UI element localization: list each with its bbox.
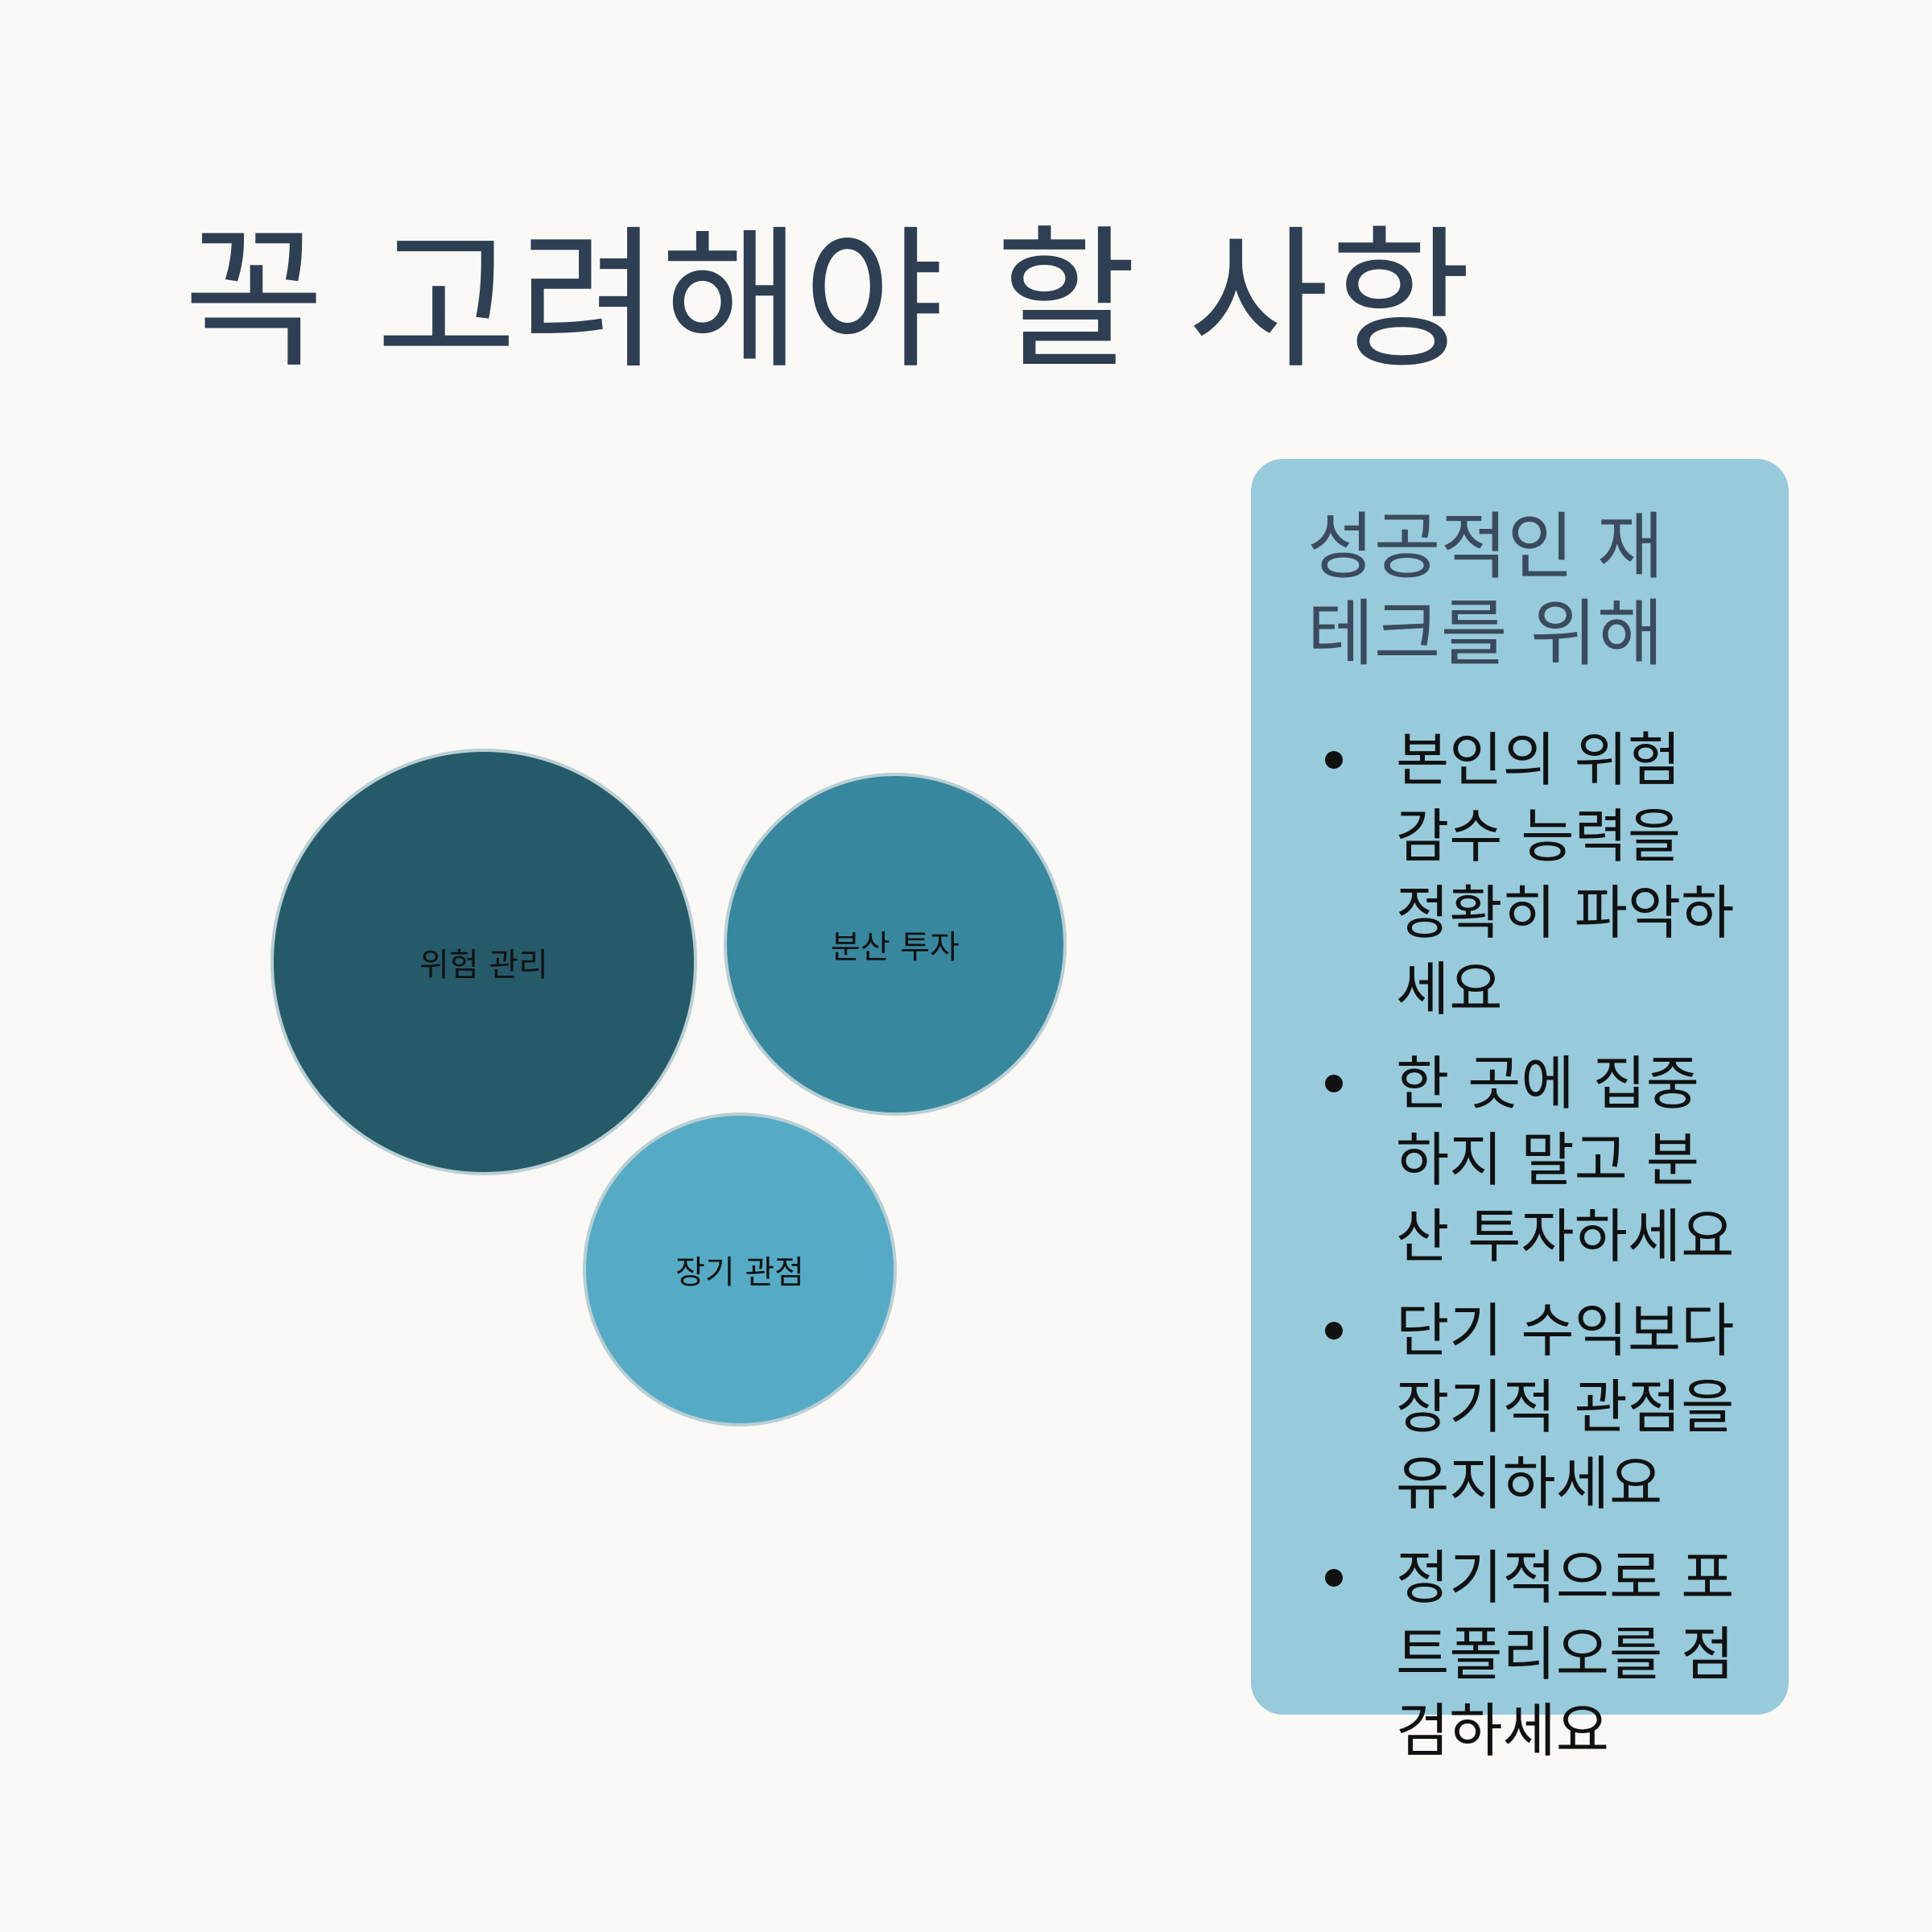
list-item: 단기 수익보다 장기적 관점을 유지하세요 [1307, 1293, 1748, 1522]
tips-panel: 성공적인 재테크를 위해 본인의 위험 감수 능력을 정확히 파악하세요 한 곳… [1251, 459, 1789, 1765]
circle-label: 분산 투자 [831, 929, 960, 966]
circle-label: 장기 관점 [675, 1254, 804, 1291]
circle-diversified-investment: 분산 투자 [724, 773, 1067, 1116]
list-item: 한 곳에 집중하지 말고 분산 투자하세요 [1307, 1046, 1748, 1275]
bullet-icon [1325, 1569, 1343, 1587]
circle-risk-management: 위험 관리 [270, 749, 697, 1175]
tips-list: 본인의 위험 감수 능력을 정확히 파악하세요 한 곳에 집중하지 말고 분산 … [1307, 722, 1748, 1769]
list-item: 본인의 위험 감수 능력을 정확히 파악하세요 [1307, 722, 1748, 1028]
list-item: 정기적으로 포트폴리오를 점검하세요 [1307, 1540, 1748, 1769]
page-title: 꼭 고려해야 할 사항 [184, 212, 1473, 390]
list-item-text: 본인의 위험 감수 능력을 정확히 파악하세요 [1396, 726, 1735, 1023]
list-item-text: 정기적으로 포트폴리오를 점검하세요 [1396, 1544, 1735, 1765]
bullet-icon [1325, 751, 1343, 769]
list-item-text: 한 곳에 집중하지 말고 분산 투자하세요 [1396, 1050, 1735, 1270]
bullet-icon [1325, 1322, 1343, 1340]
bullet-icon [1325, 1075, 1343, 1092]
circle-label: 위험 관리 [419, 947, 548, 984]
panel-title: 성공적인 재테크를 위해 [1307, 505, 1664, 676]
circle-long-term-view: 장기 관점 [583, 1113, 897, 1426]
list-item-text: 단기 수익보다 장기적 관점을 유지하세요 [1396, 1297, 1735, 1517]
concept-circle-diagram: 위험 관리 분산 투자 장기 관점 [0, 0, 1208, 1489]
